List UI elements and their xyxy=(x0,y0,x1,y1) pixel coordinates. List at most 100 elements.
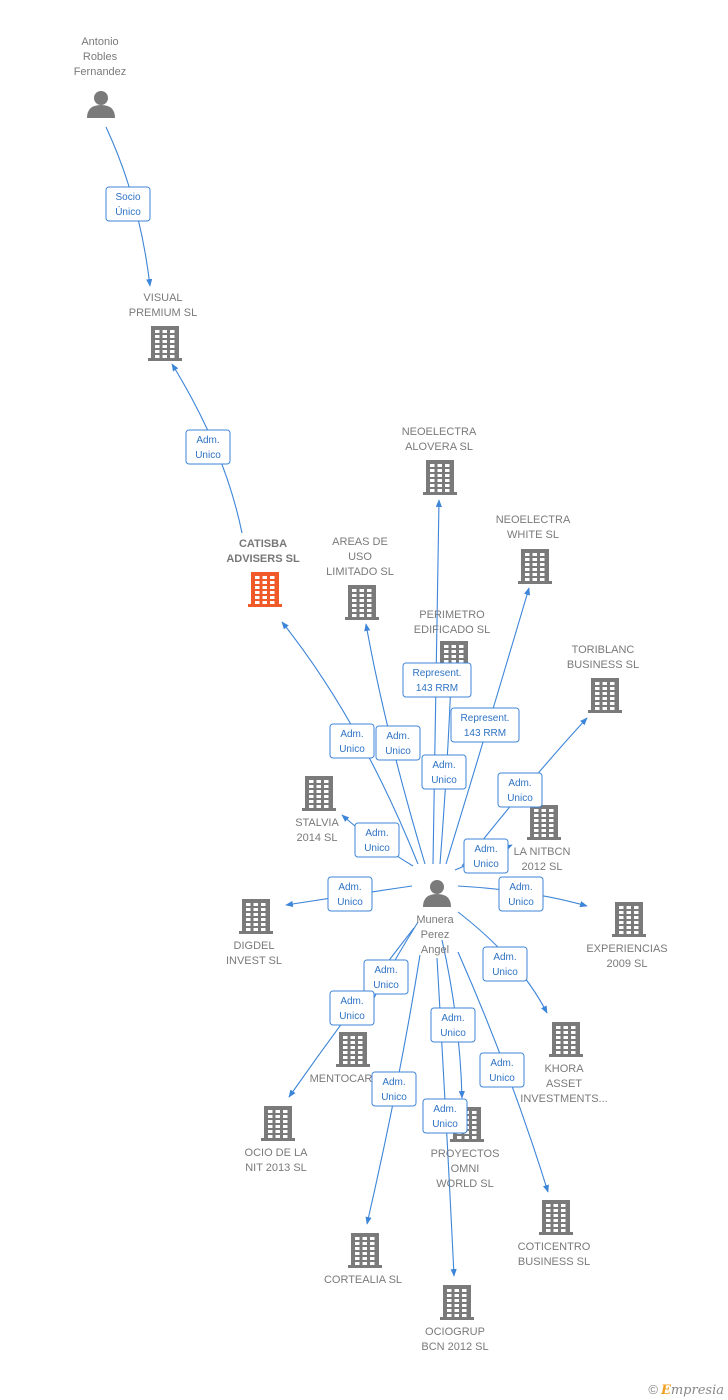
edge-label-coticentro[interactable]: Adm.Unico xyxy=(479,1052,525,1088)
node-label-line: VISUAL xyxy=(143,292,182,304)
edge-label-text: Único xyxy=(115,205,141,218)
edge-label-text: Adm. xyxy=(374,965,397,976)
node-label-line: WORLD SL xyxy=(436,1178,493,1190)
edge-label-text: 143 RRM xyxy=(416,683,458,694)
edge-label-perimetro[interactable]: Adm. Unico xyxy=(421,754,467,790)
edge-label-visual[interactable]: Adm.Unico xyxy=(185,429,231,465)
node-label-line: MENTOCAR xyxy=(310,1073,373,1085)
building-icon xyxy=(612,902,646,937)
node-ocio[interactable]: OCIO DE LA NIT 2013 SL xyxy=(245,1106,309,1174)
edge-label-text: Unico xyxy=(492,967,518,978)
edge-label-text: Adm. xyxy=(340,729,363,740)
edge-label-ociogrup[interactable]: Adm. Unico xyxy=(422,1098,468,1134)
edge-label-text: Unico xyxy=(381,1092,407,1103)
brand-logo: Empresia xyxy=(660,1383,724,1398)
node-label-line: ASSET xyxy=(546,1078,582,1090)
node-label-line: OCIO DE LA xyxy=(245,1147,309,1159)
building-icon xyxy=(588,678,622,713)
person-icon xyxy=(423,880,451,907)
edge-label-proyectos[interactable]: Adm.Unico xyxy=(430,1007,476,1043)
edge-label-box xyxy=(105,186,151,222)
node-mentocar[interactable]: MENTOCAR xyxy=(310,1032,373,1085)
node-label-line: OMNI xyxy=(451,1163,480,1175)
edge-label-neowhite[interactable]: Represent.143 RRM xyxy=(450,707,520,743)
edge-label-toriblanc[interactable]: Adm.Unico xyxy=(497,772,543,808)
edge-label-cortealia[interactable]: Adm. Unico xyxy=(371,1071,417,1107)
node-label-line: Munera xyxy=(416,914,454,926)
node-label-line: Fernandez xyxy=(74,66,127,78)
node-label-line: USO xyxy=(348,551,372,563)
edge-label-mentocar[interactable]: Adm.Unico xyxy=(363,959,409,995)
edge-label-text: Adm. xyxy=(340,996,363,1007)
node-khora[interactable]: KHORAASSETINVESTMENTS... xyxy=(520,1022,608,1105)
edge-label-box xyxy=(402,662,472,698)
node-label-line: STALVIA xyxy=(295,817,339,829)
edge-label-text: Adm. xyxy=(441,1013,464,1024)
edge-label-lanitbcn[interactable]: Adm.Unico xyxy=(463,838,509,874)
node-catisba[interactable]: CATISBA ADVISERS SL xyxy=(226,538,300,607)
edge-label-text: Adm. xyxy=(338,882,361,893)
node-label-ocio: OCIO DE LA NIT 2013 SL xyxy=(245,1147,309,1174)
edge-label-stalvia[interactable]: Adm.Unico xyxy=(354,822,400,858)
edge-label-text: Unico xyxy=(337,897,363,908)
edge-label-text: Unico xyxy=(489,1073,515,1084)
edge-label-text: Unico xyxy=(508,897,534,908)
building-icon xyxy=(527,805,561,840)
node-label-line: ADVISERS SL xyxy=(226,553,300,565)
node-cortealia[interactable]: CORTEALIA SL xyxy=(324,1233,402,1286)
edge-label-box xyxy=(363,959,409,995)
edge-label-text: Adm. xyxy=(432,760,455,771)
edge-label-text: Unico xyxy=(385,746,411,757)
building-icon xyxy=(440,1285,474,1320)
edge-label-text: Unico xyxy=(432,1119,458,1130)
node-label-line: AREAS DE xyxy=(332,536,388,548)
node-label-line: CATISBA xyxy=(239,538,287,550)
edge-label-box xyxy=(329,990,375,1026)
edge-label-text: Adm. xyxy=(382,1077,405,1088)
edge-label-experiencias[interactable]: Adm.Unico xyxy=(498,876,544,912)
node-label-line: EXPERIENCIAS xyxy=(586,943,667,955)
node-label-line: BCN 2012 SL xyxy=(421,1341,488,1353)
node-label-line: Robles xyxy=(83,51,118,63)
edge-label-ocio[interactable]: Adm.Unico xyxy=(329,990,375,1026)
edge-label-text: Adm. xyxy=(433,1104,456,1115)
edge-label-box xyxy=(354,822,400,858)
edge-label-box xyxy=(371,1071,417,1107)
edge-label-text: Unico xyxy=(431,775,457,786)
node-label-line: BUSINESS SL xyxy=(567,659,639,671)
node-label-line: INVESTMENTS... xyxy=(520,1093,607,1105)
node-label-line: NEOELECTRA xyxy=(402,426,477,438)
edge-label-areas[interactable]: Adm.Unico xyxy=(375,725,421,761)
edge-label-text: Unico xyxy=(195,450,221,461)
nodes-layer: MuneraPerezAngelAntonioRoblesFernandezVI… xyxy=(74,36,668,1353)
node-label-line: DIGDEL xyxy=(234,940,275,952)
edge-label-digdel[interactable]: Adm. Unico xyxy=(327,876,373,912)
node-label-line: NIT 2013 SL xyxy=(245,1162,307,1174)
node-label-cortealia: CORTEALIA SL xyxy=(324,1274,402,1286)
edge-label-neoalovera[interactable]: Represent.143 RRM xyxy=(402,662,472,698)
edge-label-khora[interactable]: Adm.Unico xyxy=(482,946,528,982)
person-icon xyxy=(87,91,115,118)
edge-label-catisba[interactable]: Adm.Unico xyxy=(329,723,375,759)
